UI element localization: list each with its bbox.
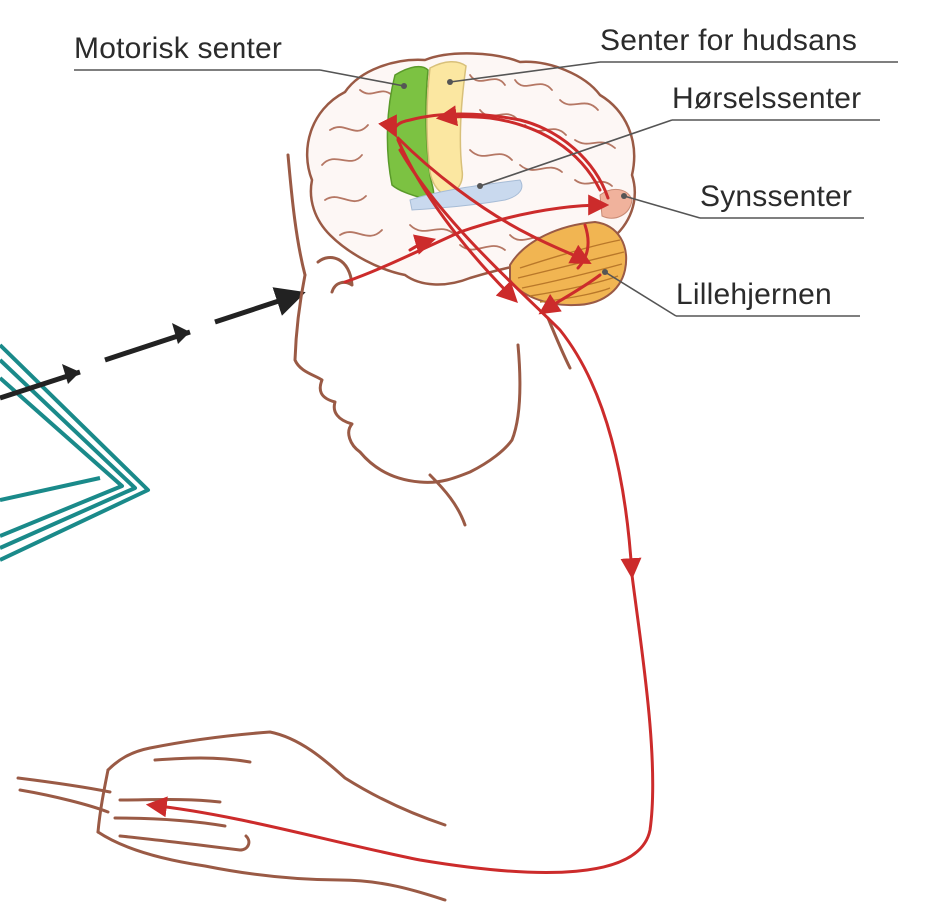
motor-to-cerebellum-pathway [396, 136, 592, 264]
vision-to-motor-pathway [378, 112, 610, 200]
label-motor-center: Motorisk senter [74, 32, 283, 65]
motor-area [386, 65, 435, 201]
skin-feedback-pathway [435, 105, 602, 192]
spinal-cord-pathway [398, 148, 642, 580]
motor-descending-pathway [396, 138, 518, 303]
sight-arrow [0, 287, 306, 401]
head-outline [286, 153, 572, 527]
cerebellum-to-motor-pathway [408, 234, 437, 255]
leader-lines [74, 61, 898, 317]
skin-sense-area [426, 61, 467, 197]
cerebellum-loop-pathway [576, 223, 590, 270]
arm-motor-pathway [145, 573, 655, 874]
label-vision-center: Synssenter [700, 180, 853, 213]
nerve-pathways [145, 105, 655, 874]
label-skin-sense-center: Senter for hudsans [600, 24, 858, 57]
arm-hand-outline [16, 730, 447, 902]
label-cerebellum: Lillehjernen [676, 278, 832, 311]
label-hearing-center: Hørselssenter [672, 82, 862, 115]
cerebellum-output-pathway [538, 273, 602, 315]
open-book [0, 343, 150, 562]
brain [305, 52, 637, 307]
